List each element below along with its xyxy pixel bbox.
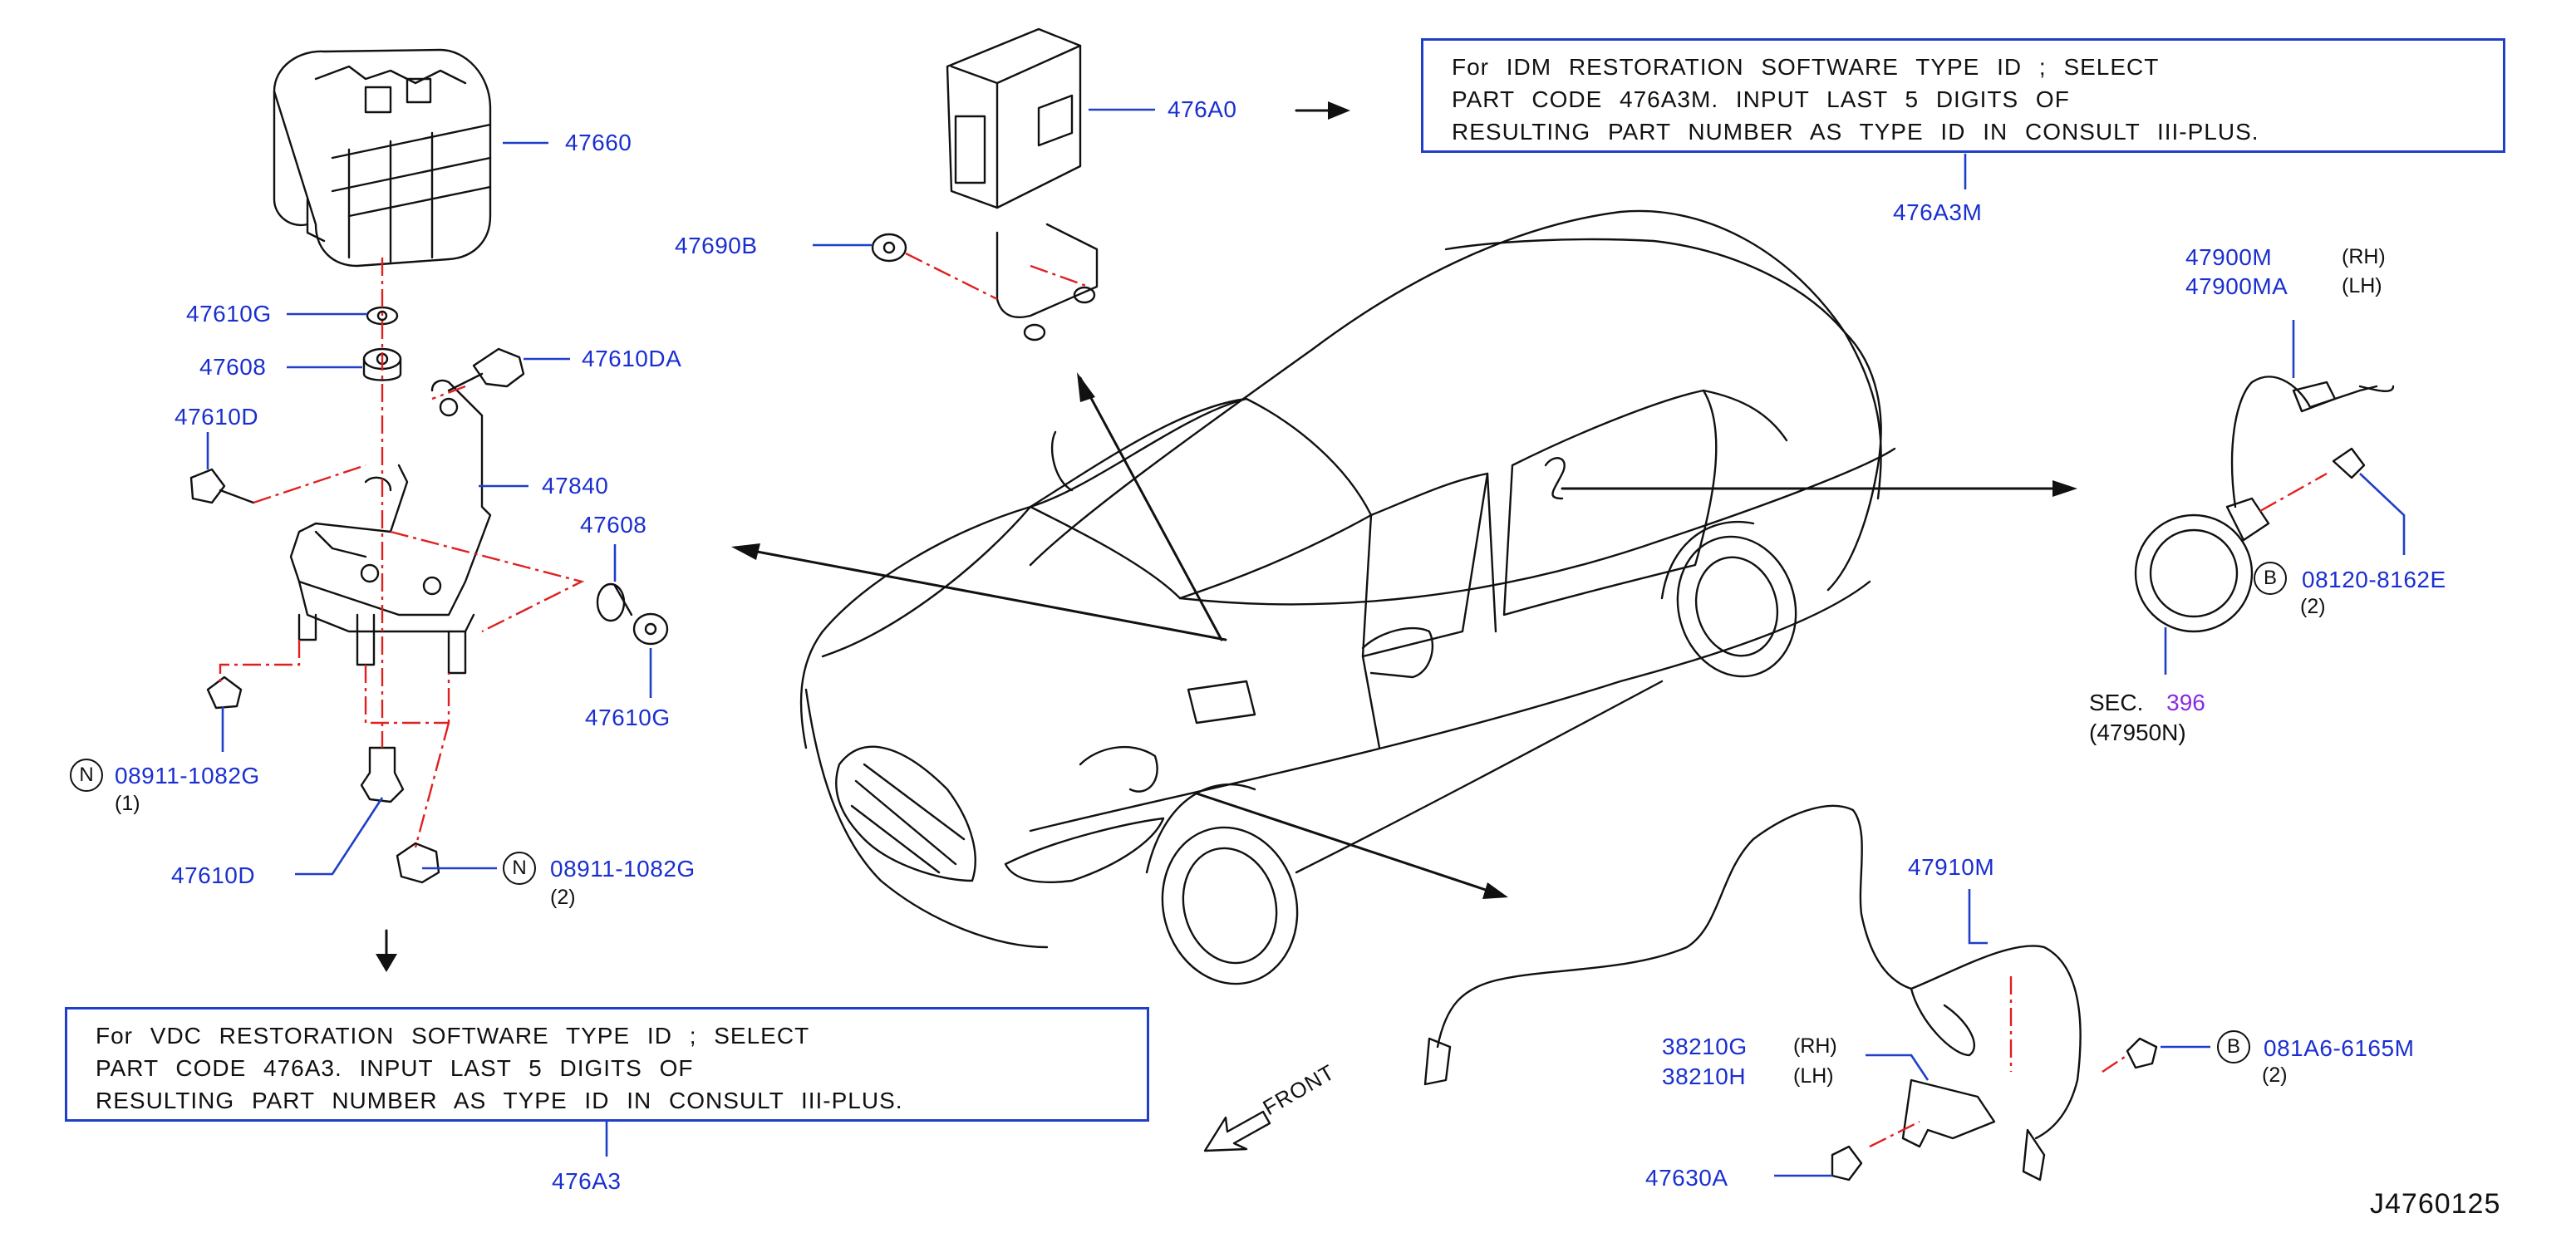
vdc-note-code[interactable]: 476A3: [552, 1168, 622, 1194]
part-label-47910m[interactable]: 47910M: [1908, 854, 1995, 880]
section-prefix: SEC.: [2089, 690, 2144, 715]
side-47900ma: (LH): [2342, 274, 2382, 297]
part-label-47630a[interactable]: 47630A: [1645, 1165, 1728, 1191]
idm-note-line-2: PART CODE 476A3M. INPUT LAST 5 DIGITS OF: [1452, 86, 2070, 112]
qty-081a6: (2): [2262, 1064, 2288, 1087]
vdc-note-line-1: For VDC RESTORATION SOFTWARE TYPE ID ; S…: [96, 1023, 810, 1049]
part-label-081a6[interactable]: 081A6-6165M: [2264, 1035, 2415, 1061]
vdc-note-line-3: RESULTING PART NUMBER AS TYPE ID IN CONS…: [96, 1088, 903, 1113]
part-label-08120[interactable]: 08120-8162E: [2302, 567, 2446, 592]
part-label-08911-left[interactable]: 08911-1082G: [115, 763, 260, 788]
diagram-id: J4760125: [2370, 1188, 2501, 1220]
part-label-47610d-bottom[interactable]: 47610D: [171, 862, 256, 888]
side-38210g: (RH): [1793, 1034, 1837, 1058]
part-label-476a0[interactable]: 476A0: [1168, 96, 1237, 122]
section-number[interactable]: 396: [2166, 690, 2205, 715]
qty-08911-left: (1): [115, 792, 140, 815]
part-label-47660[interactable]: 47660: [565, 130, 632, 155]
b-symbol-icon: B: [2254, 562, 2287, 595]
rear-sensor-drawing: [2134, 376, 2395, 633]
part-label-47610d-top[interactable]: 47610D: [175, 404, 259, 430]
leader-lines: [206, 108, 2406, 1177]
vdc-note-line-2: PART CODE 476A3. INPUT LAST 5 DIGITS OF: [96, 1055, 694, 1081]
side-47900m: (RH): [2342, 245, 2386, 268]
part-label-47900m[interactable]: 47900M: [2185, 244, 2273, 270]
b-symbol-icon: B: [2217, 1030, 2250, 1064]
idm-note-code[interactable]: 476A3M: [1893, 199, 1983, 225]
n-symbol-icon: N: [503, 852, 536, 885]
idm-note-line-1: For IDM RESTORATION SOFTWARE TYPE ID ; S…: [1452, 54, 2160, 80]
part-label-47608-left[interactable]: 47608: [199, 354, 267, 380]
part-label-47610da[interactable]: 47610DA: [582, 346, 682, 371]
vehicle-illustration: [799, 209, 1896, 985]
front-sensor-drawing: [1423, 804, 2158, 1181]
part-label-47950n: (47950N): [2089, 720, 2186, 745]
arrow-heads: [376, 101, 2077, 972]
front-arrow-icon: [1203, 1110, 1271, 1152]
vdc-note-box: For VDC RESTORATION SOFTWARE TYPE ID ; S…: [65, 1007, 1149, 1122]
part-label-08911-right[interactable]: 08911-1082G: [550, 856, 696, 882]
side-38210h: (LH): [1793, 1064, 1834, 1088]
part-label-47608-right[interactable]: 47608: [580, 512, 647, 538]
n-symbol-icon: N: [70, 759, 103, 792]
part-label-47610g-top[interactable]: 47610G: [186, 301, 272, 327]
direction-arrows: [738, 109, 2054, 895]
assembly-centerlines: [219, 252, 2328, 1148]
part-label-38210h[interactable]: 38210H: [1662, 1064, 1747, 1089]
part-label-47840[interactable]: 47840: [542, 473, 609, 499]
qty-08911-right: (2): [550, 886, 576, 909]
bracket-drawing: [289, 379, 492, 675]
part-label-47690b[interactable]: 47690B: [675, 233, 758, 258]
idm-note-box: For IDM RESTORATION SOFTWARE TYPE ID ; S…: [1421, 38, 2505, 153]
section-ref[interactable]: SEC. 396: [2089, 691, 2205, 715]
abs-actuator-drawing: [273, 48, 492, 268]
idm-module-drawing: [871, 27, 1099, 341]
part-label-47900ma[interactable]: 47900MA: [2185, 273, 2288, 299]
qty-08120: (2): [2300, 595, 2326, 618]
idm-note-line-3: RESULTING PART NUMBER AS TYPE ID IN CONS…: [1452, 119, 2259, 145]
part-label-38210g[interactable]: 38210G: [1662, 1034, 1748, 1059]
part-label-47610g-right[interactable]: 47610G: [585, 705, 671, 730]
